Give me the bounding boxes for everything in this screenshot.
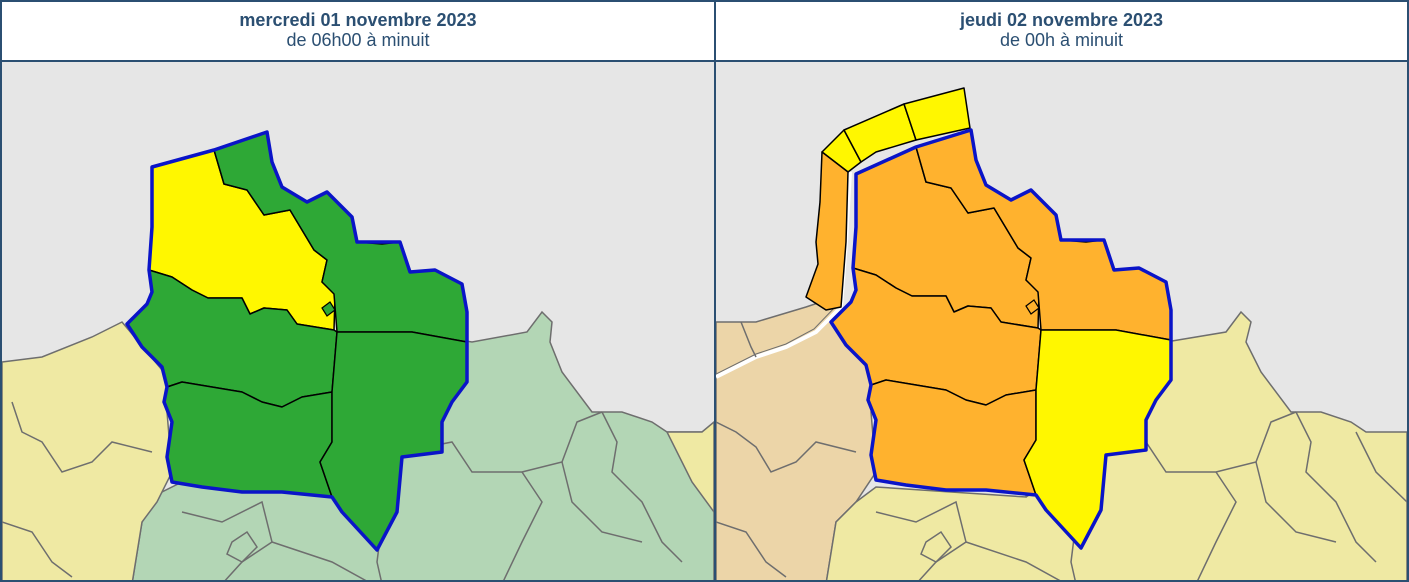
zone-coast-2[interactable]	[843, 103, 917, 163]
map-panel-day-2: jeudi 02 novembre 2023 de 00h à minuit	[714, 0, 1409, 582]
vigilance-map	[716, 62, 1407, 580]
panel-header: jeudi 02 novembre 2023 de 00h à minuit	[716, 2, 1407, 62]
vigilance-map	[2, 62, 714, 580]
zone-south-west[interactable]	[867, 379, 1037, 496]
panel-header: mercredi 01 novembre 2023 de 06h00 à min…	[2, 2, 714, 62]
zone-coast-3[interactable]	[903, 87, 971, 141]
panel-period: de 00h à minuit	[999, 30, 1124, 50]
panel-period: de 06h00 à minuit	[286, 30, 430, 50]
panel-date: mercredi 01 novembre 2023	[239, 10, 477, 30]
region-border	[125, 130, 469, 552]
enclave	[321, 301, 336, 317]
panel-date: jeudi 02 novembre 2023	[959, 10, 1164, 30]
neighbor-region-yellow-east	[665, 421, 714, 514]
enclave	[1025, 299, 1040, 315]
map-panel-day-1: mercredi 01 novembre 2023 de 06h00 à min…	[0, 0, 716, 582]
zone-south-west[interactable]	[163, 381, 333, 498]
region-border	[829, 128, 1173, 550]
zone-coast-west[interactable]	[805, 151, 849, 311]
